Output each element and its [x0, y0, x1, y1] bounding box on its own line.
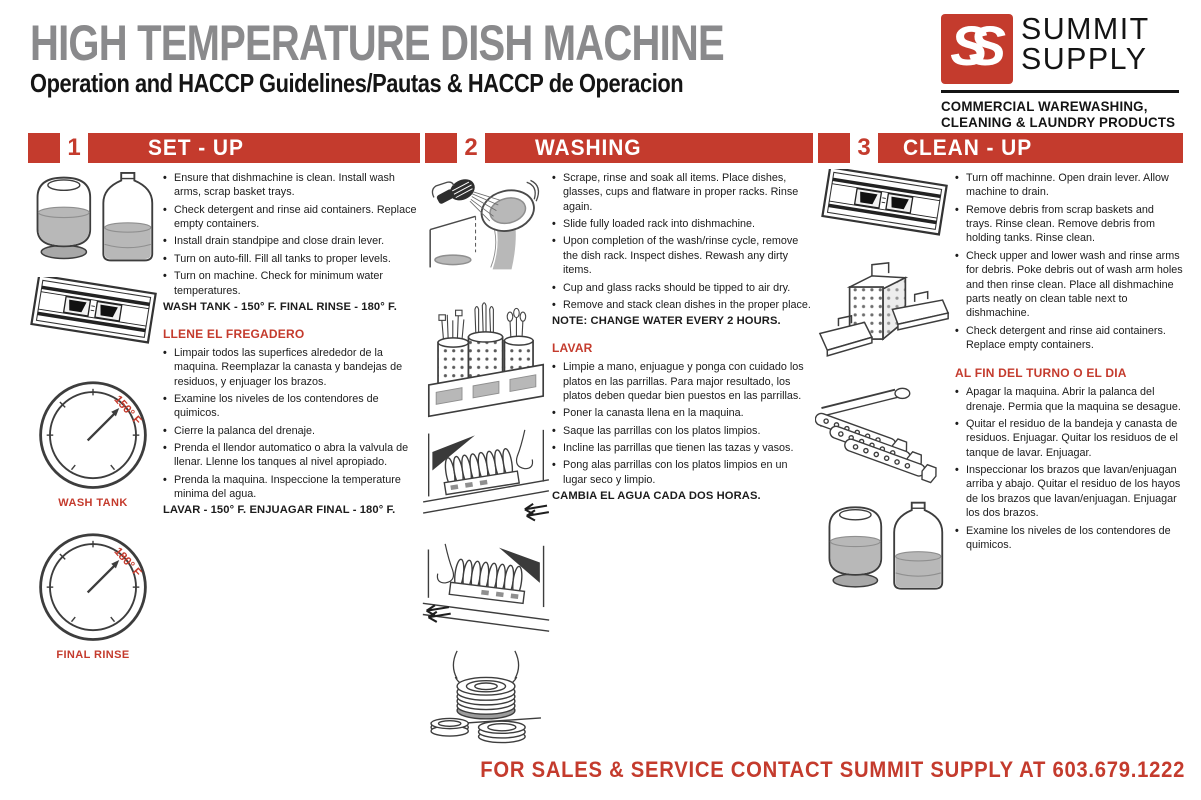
bullet-item: Quitar el residuo de la bandeja y canast…	[955, 417, 1183, 460]
section-title-bar: CLEAN - UP	[878, 133, 1183, 163]
step-number: 1	[67, 134, 81, 161]
setup-english-bullets: Ensure that dishmachine is clean. Instal…	[163, 171, 420, 298]
section-title: CLEAN - UP	[903, 135, 1033, 160]
bullet-item: Ensure that dishmachine is clean. Instal…	[163, 171, 420, 200]
setup-spanish-heading: LLENE EL FREGADERO	[163, 326, 305, 341]
bullet-item: Turn on auto-fill. Fill all tanks to pro…	[163, 252, 420, 267]
section-title: SET - UP	[148, 135, 244, 160]
final-rinse-gauge-dial: 180° F	[39, 533, 147, 641]
bullet-item: Prenda el llendor automatico o abra la v…	[163, 441, 420, 470]
bullet-item: Limpair todos las superfices alrededor d…	[163, 346, 420, 389]
section-title: WASHING	[535, 135, 642, 160]
final-rinse-gauge-label: FINAL RINSE	[56, 649, 130, 661]
logo-name: SUMMIT SUPPLY	[1021, 11, 1150, 77]
washing-english-bullets: Scrape, rinse and soak all items. Place …	[552, 171, 813, 313]
bullet-item: Prenda la maquina. Inspeccione la temper…	[163, 473, 420, 502]
chemical-containers-illustration	[828, 501, 944, 590]
sales-contact-line: FOR SALES & SERVICE CONTACT SUMMIT SUPPL…	[480, 757, 1185, 782]
bullet-item: Slide fully loaded rack into dishmachine…	[552, 217, 813, 232]
bullet-item: Limpie a mano, enjuague y ponga con cuid…	[552, 360, 813, 403]
section-title-bar: SET - UP	[88, 133, 420, 163]
wash-tank-gauge-label: WASH TANK	[58, 497, 128, 509]
final-rinse-gauge: 180° F FINAL RINSE	[35, 531, 151, 661]
bullet-item: Install drain standpipe and close drain …	[163, 234, 420, 249]
bullet-item: Cierre la palanca del drenaje.	[163, 424, 420, 439]
bullet-item: Turn on machine. Check for minimum water…	[163, 269, 420, 298]
bullet-item: Check upper and lower wash and rinse arm…	[955, 249, 1183, 321]
wash-tank-gauge-dial: 150° F	[39, 381, 147, 489]
bullet-item: Upon completion of the wash/rinse cycle,…	[552, 234, 813, 277]
bullet-item: Remove debris from scrap baskets and tra…	[955, 203, 1183, 246]
bullet-item: Incline las parrillas que tienen las taz…	[552, 441, 813, 456]
logo-divider	[941, 90, 1179, 93]
step-number-square	[818, 133, 850, 163]
washing-english-note: NOTE: CHANGE WATER EVERY 2 HOURS.	[552, 315, 781, 328]
page-subtitle: Operation and HACCP Guidelines/Pautas & …	[30, 68, 684, 98]
bullet-item: Saque las parrillas con los platos limpi…	[552, 424, 813, 439]
wash-tank-gauge: 150° F WASH TANK	[35, 379, 151, 509]
section-header-2: 2 WASHING	[425, 133, 813, 163]
cleanup-spanish-bullets: Apagar la maquina. Abrir la palanca del …	[955, 385, 1183, 552]
bullet-item: Turn off machinne. Open drain lever. All…	[955, 171, 1183, 200]
step-number: 2	[464, 134, 478, 161]
step-number-square	[28, 133, 60, 163]
setup-spanish-bullets: Limpair todos las superfices alrededor d…	[163, 346, 420, 502]
cleanup-english-bullets: Turn off machinne. Open drain lever. All…	[955, 171, 1183, 352]
column-set-up: 1 SET - UP	[28, 133, 420, 661]
rack-into-machine-illustration	[423, 429, 550, 522]
step-number: 3	[857, 134, 871, 161]
step-number-square	[425, 133, 457, 163]
bullet-item: Inspeccionar los brazos que lavan/enjuag…	[955, 463, 1183, 520]
washing-spanish-heading: LAVAR	[552, 341, 593, 356]
logo-tagline: COMMERCIAL WAREWASHING, CLEANING & LAUND…	[941, 98, 1176, 131]
bullet-item: Check detergent and rinse aid containers…	[955, 324, 1183, 353]
bullet-item: Scrape, rinse and soak all items. Place …	[552, 171, 813, 214]
section-header-1: 1 SET - UP	[28, 133, 420, 163]
setup-spanish-note: LAVAR - 150° F. ENJUAGAR FINAL - 180° F.	[163, 504, 396, 517]
section-header-3: 3 CLEAN - UP	[818, 133, 1183, 163]
logo-monogram: SS	[950, 14, 1006, 77]
logo-tagline-line1: COMMERCIAL WAREWASHING,	[941, 98, 1148, 114]
washing-spanish-bullets: Limpie a mano, enjuague y ponga con cuid…	[552, 360, 813, 487]
bullet-item: Apagar la maquina. Abrir la palanca del …	[955, 385, 1183, 414]
logo-name-line1: SUMMIT	[1021, 11, 1150, 46]
flatware-racks-illustration	[427, 302, 545, 418]
summit-supply-logo: SS SUMMIT SUPPLY COMMERCIAL WAREWASHING,…	[941, 11, 1179, 131]
washing-spanish-note: CAMBIA EL AGUA CADA DOS HORAS.	[552, 490, 761, 503]
logo-monogram-square: SS	[941, 14, 1013, 84]
bullet-item: Cup and glass racks should be tipped to …	[552, 281, 813, 296]
logo-name-line2: SUPPLY	[1021, 41, 1148, 77]
column-clean-up: 3 CLEAN - UP	[815, 133, 1183, 597]
logo-tagline-line2: CLEANING & LAUNDRY PRODUCTS	[941, 114, 1176, 131]
column-washing: 2 WASHING	[422, 133, 813, 744]
cleanup-spanish-heading: AL FIN DEL TURNO O EL DIA	[955, 366, 1127, 381]
spray-rinse-illustration	[429, 179, 540, 270]
control-panel-illustration	[30, 277, 157, 344]
scrap-baskets-trays-illustration	[818, 262, 950, 357]
bullet-item: Examine los niveles de los contendores d…	[163, 392, 420, 421]
stacking-plates-illustration	[430, 650, 541, 744]
chemical-containers-illustration	[36, 171, 154, 262]
setup-english-note: WASH TANK - 150° F. FINAL RINSE - 180° F…	[163, 300, 397, 313]
bullet-item: Poner la canasta llena en la maquina.	[552, 406, 813, 421]
rack-out-of-machine-illustration	[422, 543, 550, 632]
control-panel-illustration	[821, 169, 948, 236]
bullet-item: Check detergent and rinse aid containers…	[163, 203, 420, 232]
bullet-item: Examine los niveles de los contendores d…	[955, 524, 1183, 553]
wash-arms-illustration	[815, 387, 937, 484]
bullet-item: Pong alas parrillas con los platos limpi…	[552, 458, 813, 487]
bullet-item: Remove and stack clean dishes in the pro…	[552, 298, 813, 313]
page-title: HIGH TEMPERATURE DISH MACHINE	[30, 15, 725, 71]
section-title-bar: WASHING	[485, 133, 813, 163]
